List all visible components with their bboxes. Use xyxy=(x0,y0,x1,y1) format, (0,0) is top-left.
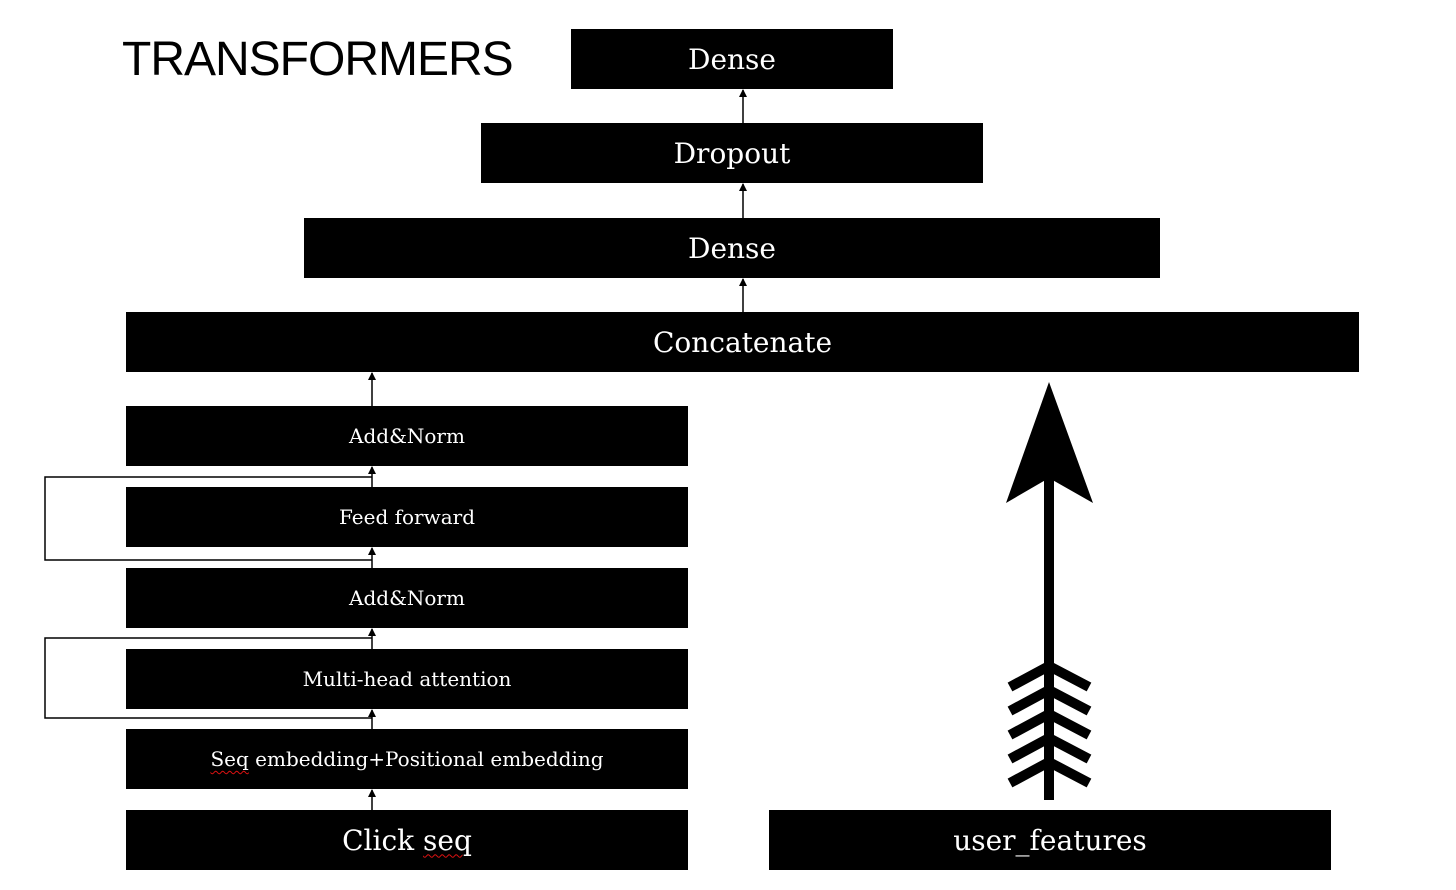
user-features-label: user_features xyxy=(953,823,1147,857)
feed-forward-label: Feed forward xyxy=(338,505,476,529)
dense-top-block: Dense xyxy=(571,29,893,89)
multi-head-attention-label: Multi-head attention xyxy=(302,667,512,691)
user-features-block: user_features xyxy=(769,810,1331,870)
dense-mid-label: Dense xyxy=(688,231,776,265)
click-seq-word: seq xyxy=(423,823,472,857)
add-norm-top-block: Add&Norm xyxy=(126,406,688,466)
dropout-label: Dropout xyxy=(673,136,791,170)
residual-loop-attention xyxy=(44,637,372,719)
multi-head-attention-block: Multi-head attention xyxy=(126,649,688,709)
feed-forward-block: Feed forward xyxy=(126,487,688,547)
residual-loop-feed-forward xyxy=(44,476,372,561)
embedding-label: Seq embedding+Positional embedding xyxy=(210,747,603,771)
embedding-block: Seq embedding+Positional embedding xyxy=(126,729,688,789)
dropout-block: Dropout xyxy=(481,123,983,183)
embedding-seq-word: Seq xyxy=(210,747,249,771)
concatenate-block: Concatenate xyxy=(126,312,1359,372)
embedding-rest: embedding+Positional embedding xyxy=(248,747,604,771)
add-norm-top-label: Add&Norm xyxy=(349,424,465,448)
click-seq-label: Click seq xyxy=(342,824,472,857)
dense-mid-block: Dense xyxy=(304,218,1160,278)
feathered-arrow-up-icon xyxy=(1006,382,1093,800)
concatenate-label: Concatenate xyxy=(652,325,833,359)
add-norm-bottom-label: Add&Norm xyxy=(349,586,465,610)
click-seq-block: Click seq xyxy=(126,810,688,870)
diagram-title: TRANSFORMERS xyxy=(122,33,514,86)
add-norm-bottom-block: Add&Norm xyxy=(126,568,688,628)
dense-top-label: Dense xyxy=(688,42,776,76)
click-seq-prefix: Click xyxy=(342,823,423,857)
